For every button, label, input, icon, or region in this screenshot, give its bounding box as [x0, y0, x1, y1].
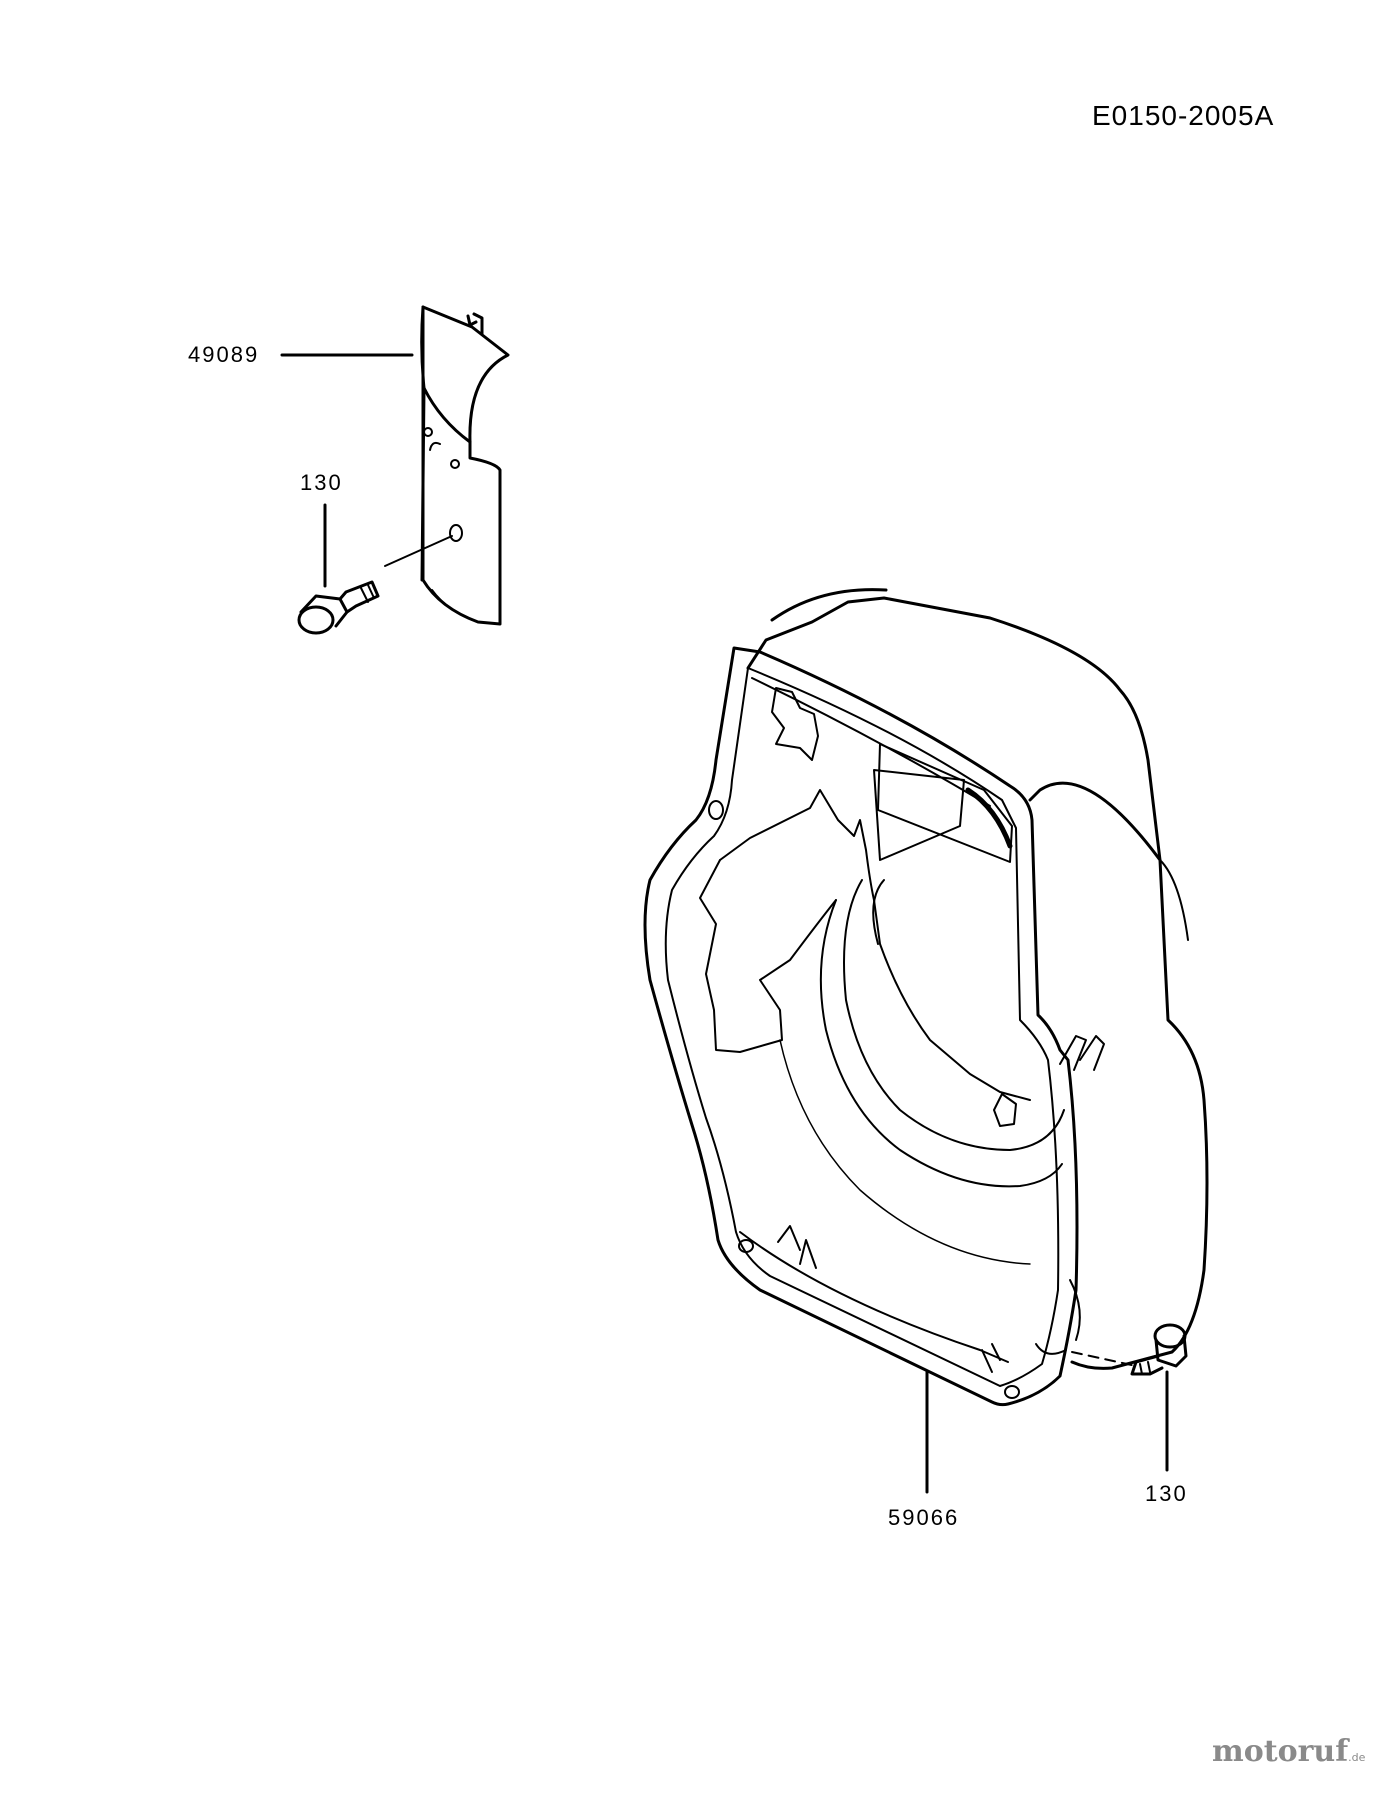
part-label-130-upper[interactable]: 130: [300, 470, 343, 495]
watermark-brand: motoruf.de: [1212, 1734, 1365, 1769]
diagram-code: E0150-2005A: [1092, 100, 1275, 131]
part-label-59066[interactable]: 59066: [888, 1505, 960, 1530]
bolt-130-lower[interactable]: [1130, 1323, 1188, 1376]
watermark-brand-ext: .de: [1348, 1751, 1366, 1764]
part-label-130-lower[interactable]: 130: [1145, 1481, 1188, 1506]
part-label-49089[interactable]: 49089: [188, 342, 260, 367]
fan-housing-59066[interactable]: [643, 588, 1209, 1407]
bolt-130-upper[interactable]: [297, 580, 380, 635]
watermark-brand-name: motoruf: [1212, 1734, 1349, 1769]
assembly-line-upper: [384, 535, 453, 567]
baffle-plate-49089[interactable]: [420, 305, 510, 626]
